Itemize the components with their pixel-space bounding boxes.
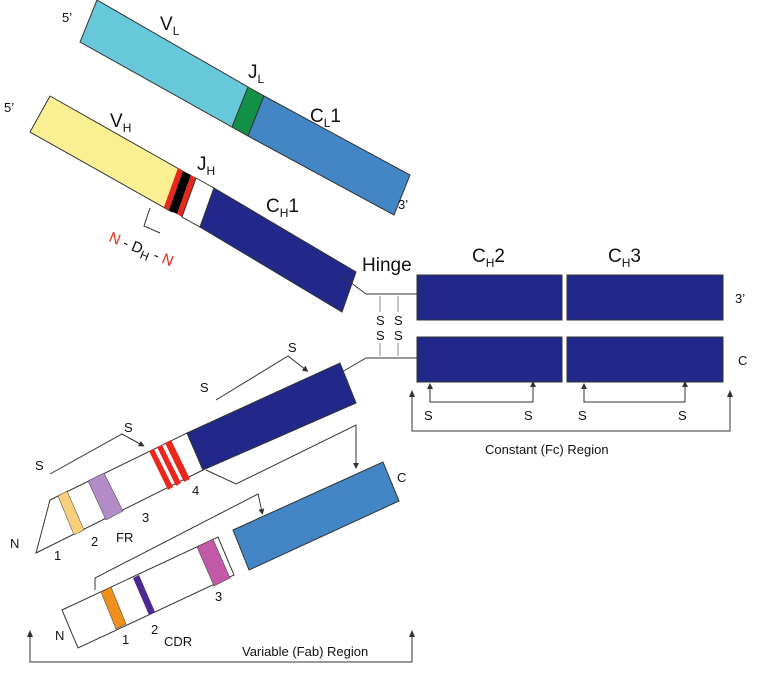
variable-heavy-chain: N 1 2 FR 3 4 S S S S bbox=[10, 340, 357, 563]
ch2-label: CH2 bbox=[472, 246, 505, 270]
light-heavy-interchain-bond bbox=[205, 424, 359, 485]
disulfide-s-3: S bbox=[394, 313, 403, 328]
ch2-bond-s-1: S bbox=[424, 408, 433, 423]
light-three-prime: 3’ bbox=[398, 197, 408, 212]
cdr-number-2: 2 bbox=[151, 622, 158, 637]
cl-segment bbox=[247, 95, 411, 216]
cdr2-band bbox=[133, 575, 155, 615]
hinge-label: Hinge bbox=[362, 255, 412, 276]
cdr-number-3: 3 bbox=[215, 589, 222, 604]
heavy-intra-bond-1 bbox=[49, 433, 145, 475]
heavy-ch1-domain bbox=[186, 362, 357, 471]
vh-segment bbox=[29, 95, 187, 213]
ch2-bond-s-2: S bbox=[524, 408, 533, 423]
fab-region-label: Variable (Fab) Region bbox=[242, 644, 368, 659]
ch3-bond-s-1: S bbox=[578, 408, 587, 423]
fr-number-3: 3 bbox=[142, 510, 149, 525]
fr4-band-3 bbox=[165, 440, 190, 482]
constant-top-end: 3’ bbox=[735, 291, 745, 306]
vl-label: VL bbox=[160, 14, 180, 38]
light-n-terminus: N bbox=[55, 628, 64, 643]
heavy-s-1: S bbox=[35, 458, 44, 473]
ch1-segment bbox=[199, 187, 357, 313]
ch3-bottom-block bbox=[566, 336, 724, 383]
fr4-band-2 bbox=[157, 445, 181, 486]
disulfide-s-2: S bbox=[376, 328, 385, 343]
jl-label: JL bbox=[248, 62, 265, 86]
fr4-band-1 bbox=[149, 449, 173, 490]
variable-light-chain: N C 1 2 CDR 3 bbox=[55, 424, 406, 649]
fr-number-2: 2 bbox=[91, 534, 98, 549]
cdr1-band bbox=[100, 586, 127, 630]
ch1-label: CH1 bbox=[266, 196, 299, 220]
cdr-label: CDR bbox=[164, 634, 192, 649]
fr1-band bbox=[57, 490, 85, 536]
ch3-bond-bracket bbox=[583, 381, 688, 403]
fc-region-bracket bbox=[411, 393, 731, 432]
light-chain-gene: 5’ 3’ VL JL CL1 bbox=[62, 0, 411, 216]
constant-bottom-end: C bbox=[738, 353, 747, 368]
ch2-bond-bracket bbox=[429, 381, 536, 403]
heavy-chain-gene: 5’ VH JH CH1 N - DH - N bbox=[4, 95, 357, 313]
hinge-region: Hinge S S S S bbox=[341, 255, 417, 373]
ch2-bottom-block bbox=[416, 336, 563, 383]
fr-number-1: 1 bbox=[54, 548, 61, 563]
fr-number-4: 4 bbox=[192, 483, 199, 498]
jh-label: JH bbox=[197, 154, 215, 178]
cdr3-band bbox=[196, 538, 231, 587]
light-variable-domain bbox=[61, 536, 235, 649]
light-c-terminus: C bbox=[397, 470, 406, 485]
ndn-label: N - DH - N bbox=[105, 229, 175, 273]
jh-band-red-2 bbox=[177, 175, 196, 217]
heavy-s-3: S bbox=[200, 380, 209, 395]
fab-region-bracket: Variable (Fab) Region bbox=[27, 630, 415, 663]
ch2-top-block bbox=[416, 274, 563, 321]
jh-band-red-1 bbox=[164, 168, 183, 210]
fr2-band bbox=[87, 472, 124, 521]
ch3-label: CH3 bbox=[608, 246, 641, 270]
cl-label: CL1 bbox=[310, 106, 341, 130]
ch3-bond-s-2: S bbox=[678, 408, 687, 423]
heavy-n-terminus: N bbox=[10, 536, 19, 551]
fc-region-label: Constant (Fc) Region bbox=[485, 442, 609, 457]
light-five-prime: 5’ bbox=[62, 10, 72, 25]
hinge-connector-bottom bbox=[341, 357, 417, 373]
hinge-connector-top bbox=[341, 275, 417, 295]
heavy-five-prime: 5’ bbox=[4, 100, 14, 115]
disulfide-s-4: S bbox=[394, 328, 403, 343]
disulfide-s-1: S bbox=[376, 313, 385, 328]
fr-label: FR bbox=[116, 530, 133, 545]
constant-region: CH2 CH3 3’ C S S S S Constant (Fc) Regio… bbox=[409, 246, 747, 457]
jh-band-black bbox=[169, 171, 191, 214]
heavy-intra-bond-2 bbox=[215, 355, 309, 401]
light-intra-bond-1 bbox=[94, 493, 265, 590]
light-cl-domain bbox=[232, 461, 400, 571]
cdr-number-1: 1 bbox=[122, 632, 129, 647]
heavy-s-4: S bbox=[288, 340, 297, 355]
heavy-s-2: S bbox=[124, 420, 133, 435]
vh-label: VH bbox=[110, 111, 131, 135]
ndn-bracket bbox=[143, 207, 161, 234]
ch3-top-block bbox=[566, 274, 724, 321]
